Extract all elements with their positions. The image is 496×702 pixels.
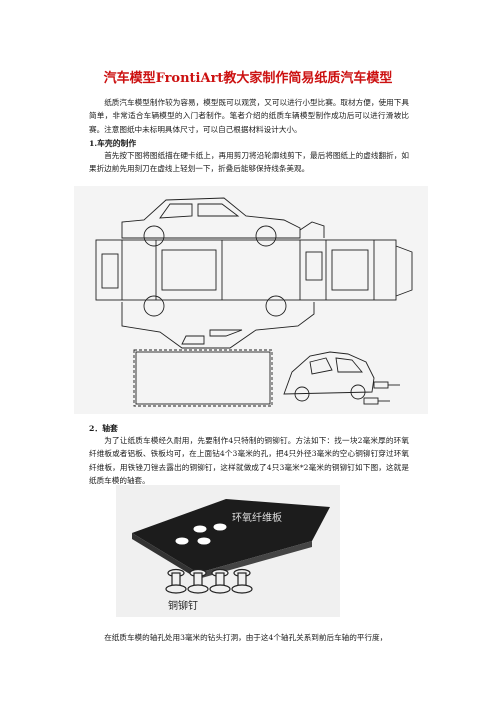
board-label: 环氧纤维板 — [232, 511, 282, 524]
section-1-paragraph: 首先按下图将图纸描在硬卡纸上，再用剪刀将沿轮廓线剪下，最后将图纸上的虚线翻折，如… — [89, 151, 409, 174]
car-pattern-drawing — [74, 186, 428, 414]
closing-paragraph: 在纸质车模的轴孔处用3毫米的钻头打洞，由于这4个轴孔关系到前后车轴的平行度， — [104, 633, 388, 642]
document-title: 汽车模型FrontiArt教大家制作简易纸质汽车模型 — [103, 71, 393, 86]
rivet-board-figure: 环氧纤维板 铜铆钉 — [116, 485, 340, 617]
section-2-paragraph: 为了让纸质车模经久耐用，先要制作4只特制的铜铆钉。方法如下：找一块2毫米厚的环氧… — [89, 436, 409, 486]
rivet-label: 铜铆钉 — [168, 599, 198, 612]
section-1-heading: 1.车壳的制作 — [89, 139, 137, 148]
car-pattern-figure — [74, 186, 428, 414]
intro-paragraph: 纸质汽车模型制作较为容易，模型既可以观赏，又可以进行小型比赛。取材方便，使用下具… — [89, 98, 409, 134]
section-2-heading: 2．轴套 — [89, 424, 118, 433]
rivet-board-drawing: 环氧纤维板 铜铆钉 — [116, 485, 340, 617]
